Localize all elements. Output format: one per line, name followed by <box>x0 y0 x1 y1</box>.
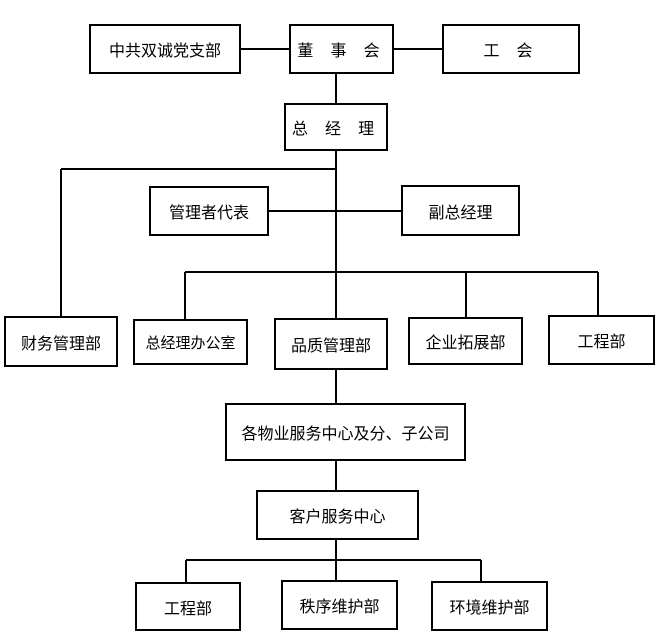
node-gm-office: 总经理办公室 <box>133 319 248 365</box>
node-quality-dept: 品质管理部 <box>274 318 388 370</box>
node-general-manager: 总 经 理 <box>284 103 388 151</box>
node-service-centers: 各物业服务中心及分、子公司 <box>225 403 466 461</box>
node-board: 董 事 会 <box>289 24 394 74</box>
node-union: 工 会 <box>442 24 580 74</box>
node-customer-service-center: 客户服务中心 <box>256 490 419 540</box>
node-finance-dept: 财务管理部 <box>4 316 118 367</box>
node-engineering-dept: 工程部 <box>548 315 655 365</box>
node-environment-maintenance: 环境维护部 <box>431 581 548 631</box>
node-engineering-sub: 工程部 <box>135 582 241 631</box>
node-party-branch: 中共双诚党支部 <box>89 24 241 74</box>
node-deputy-gm: 副总经理 <box>401 185 520 236</box>
node-order-maintenance: 秩序维护部 <box>281 580 398 630</box>
node-business-dev-dept: 企业拓展部 <box>408 317 523 365</box>
node-management-rep: 管理者代表 <box>149 186 269 236</box>
